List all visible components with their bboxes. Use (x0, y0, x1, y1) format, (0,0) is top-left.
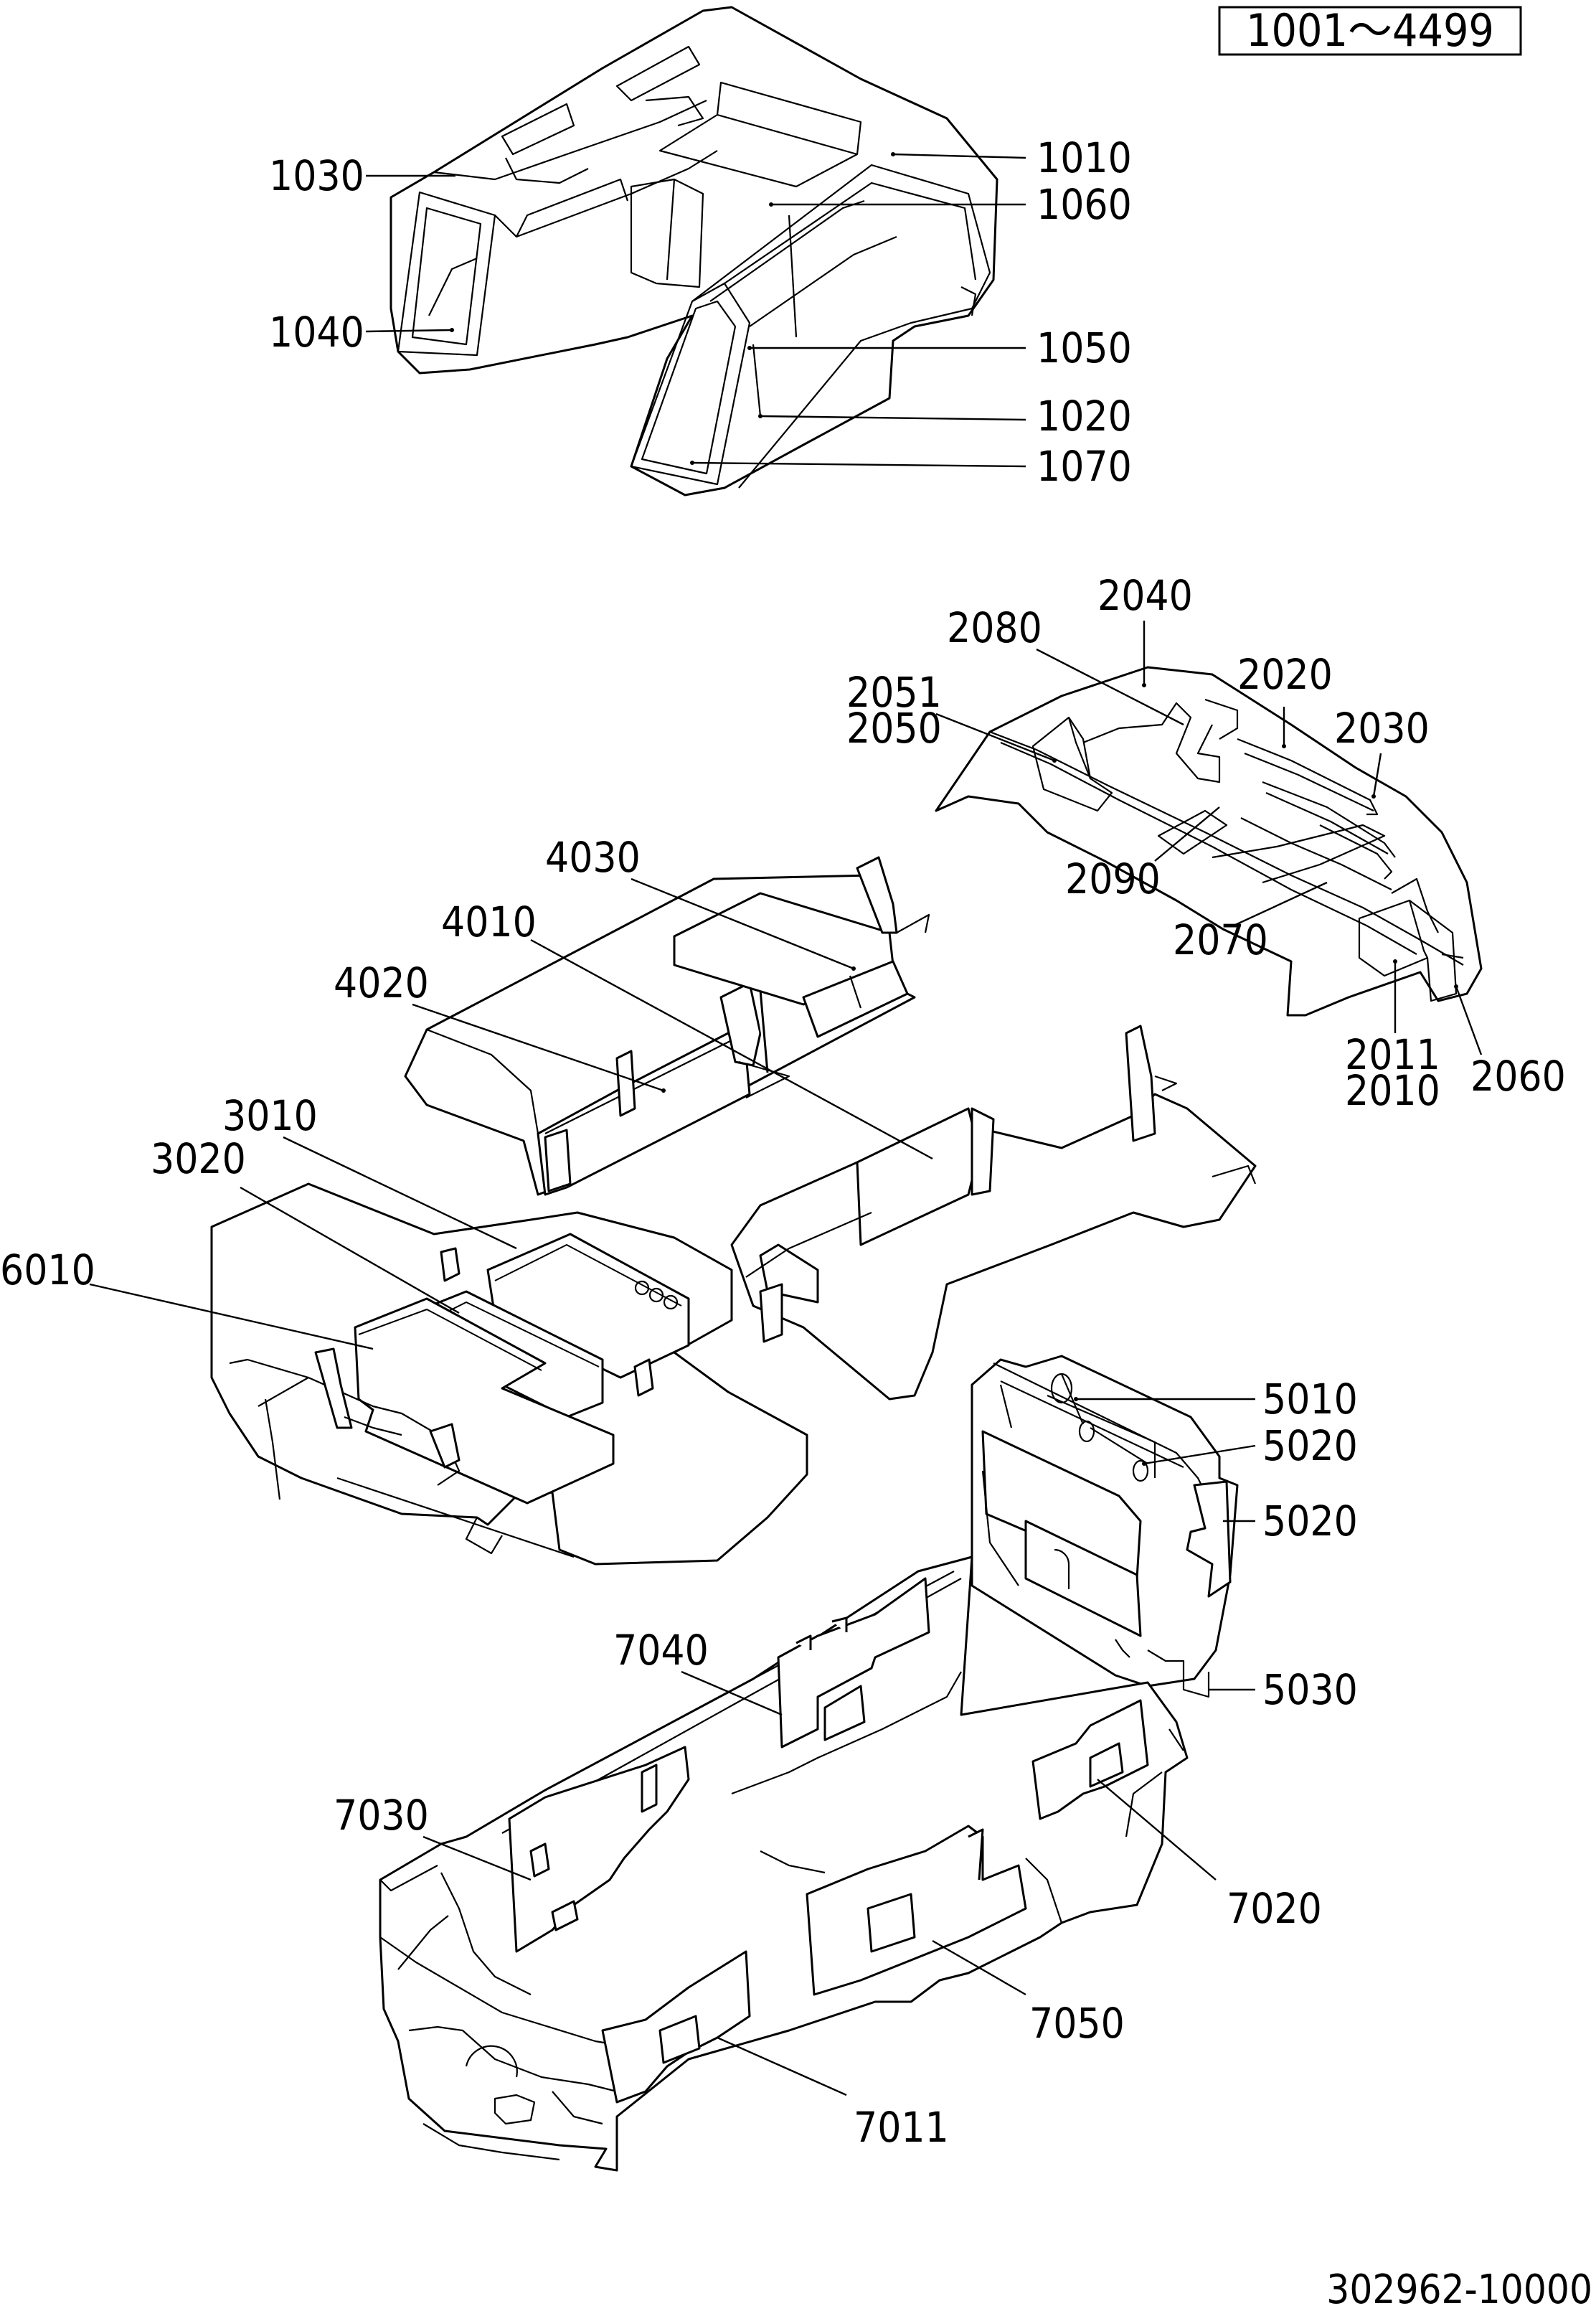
callout-2090: 2090 (1065, 855, 1161, 903)
callout-2070: 2070 (1173, 916, 1268, 964)
callout-1070: 1070 (1037, 442, 1132, 491)
callout-labels: 1010 1020 1030 1040 1050 1060 1070 2010 … (0, 133, 1566, 2152)
drawing-number: 302962-10000 (1326, 2267, 1592, 2311)
callout-7050: 7050 (1029, 1999, 1125, 2048)
callout-2040: 2040 (1097, 571, 1193, 620)
group-1000-cover (389, 6, 998, 496)
callout-1050: 1050 (1037, 324, 1132, 372)
callout-5030: 5030 (1262, 1665, 1358, 1714)
callout-3010: 3010 (222, 1091, 318, 1140)
callout-1040: 1040 (269, 308, 364, 357)
callout-4010: 4010 (441, 898, 537, 946)
group-7000-frame (379, 1555, 1189, 2172)
callout-4020: 4020 (334, 959, 429, 1007)
callout-6010: 6010 (0, 1246, 95, 1294)
group-2000-hood (935, 666, 1483, 1017)
callout-7011: 7011 (854, 2103, 949, 2152)
callout-1030: 1030 (269, 151, 364, 200)
callout-2080: 2080 (947, 603, 1042, 652)
callout-2011: 2011 (1345, 1030, 1440, 1079)
callout-4030: 4030 (545, 833, 641, 882)
callout-3020: 3020 (151, 1134, 246, 1183)
callout-5020-lower: 5020 (1262, 1497, 1358, 1545)
callout-2060: 2060 (1470, 1052, 1566, 1101)
callout-5010: 5010 (1262, 1375, 1358, 1423)
callout-1020: 1020 (1037, 392, 1132, 441)
callout-7020: 7020 (1227, 1884, 1322, 1933)
group-4010-floor-right (730, 1025, 1257, 1401)
group-4000-floor (404, 856, 930, 1196)
callout-1010: 1010 (1037, 133, 1132, 182)
callout-5020-upper: 5020 (1262, 1421, 1358, 1470)
callout-7040: 7040 (613, 1626, 709, 1675)
callout-2051: 2051 (846, 668, 942, 717)
callout-2020: 2020 (1237, 650, 1333, 699)
callout-2030: 2030 (1334, 704, 1430, 753)
callout-7030: 7030 (334, 1791, 429, 1840)
leader-lines (89, 153, 1483, 2096)
range-label: 1001～4499 (1246, 4, 1494, 57)
callout-1060: 1060 (1037, 180, 1132, 229)
group-5000-box (971, 1355, 1239, 1698)
callout-2010: 2010 (1345, 1066, 1440, 1115)
group-3000-floor-lower (210, 1182, 808, 1566)
callout-2050: 2050 (846, 704, 942, 753)
range-box: 1001～4499 (1218, 4, 1522, 57)
